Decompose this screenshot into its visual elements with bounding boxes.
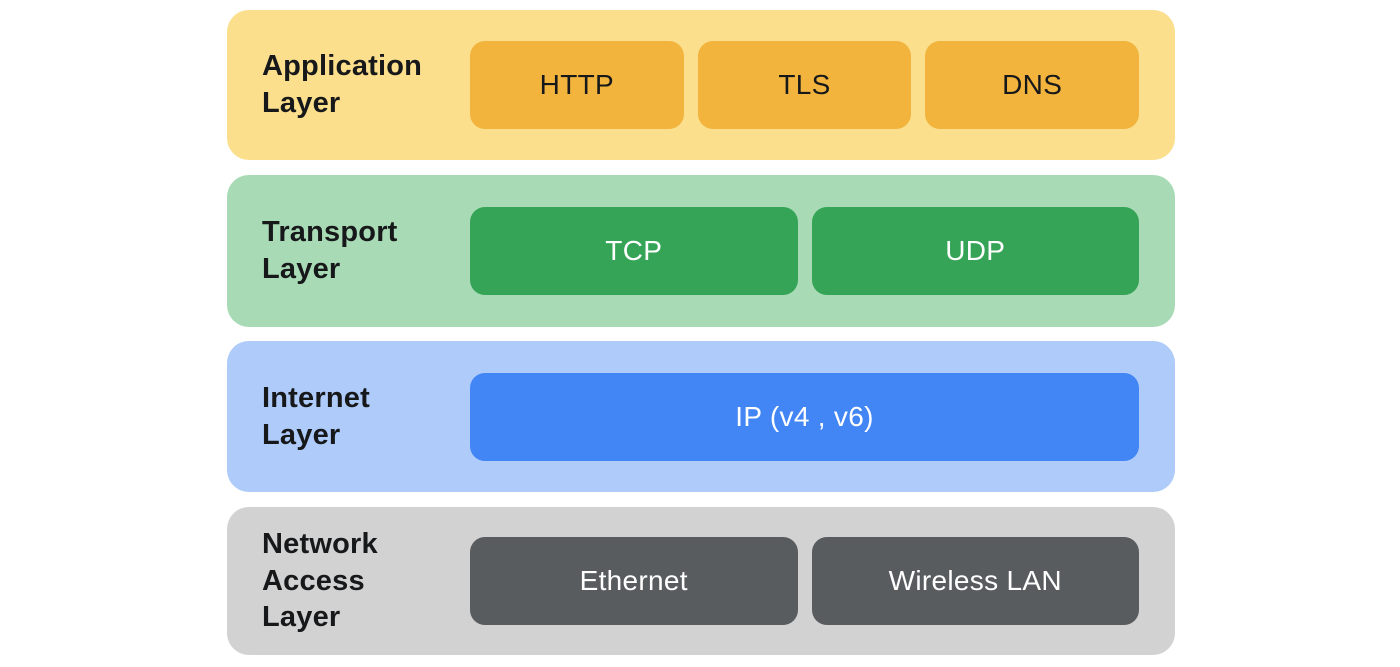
layer-network-access-label: Network Access Layer	[262, 528, 378, 634]
layer-application-label: Application Layer	[262, 50, 423, 119]
layer-application: Application Layer HTTP TLS DNS	[227, 10, 1175, 160]
layer-transport: Transport Layer TCP UDP	[227, 175, 1175, 327]
protocol-chip-dns: DNS	[925, 41, 1140, 129]
protocol-chip-wireless-lan: Wireless LAN	[811, 537, 1139, 625]
protocol-chip-udp: UDP	[811, 207, 1139, 295]
protocol-chip-ip: IP (v4 , v6)	[470, 372, 1139, 461]
protocol-chip-ethernet: Ethernet	[470, 537, 798, 625]
application-protocol-chips: HTTP TLS DNS	[470, 41, 1140, 129]
layer-internet-label: Internet Layer	[262, 381, 370, 451]
protocol-chip-tcp: TCP	[470, 207, 798, 295]
layer-internet: Internet Layer IP (v4 , v6)	[227, 341, 1175, 492]
transport-protocol-chips: TCP UDP	[470, 207, 1139, 295]
network-access-protocol-chips: Ethernet Wireless LAN	[470, 537, 1139, 625]
protocol-chip-tls: TLS	[697, 41, 912, 129]
protocol-chip-http: HTTP	[470, 41, 684, 129]
internet-protocol-chips: IP (v4 , v6)	[470, 372, 1139, 461]
layer-network-access: Network Access Layer Ethernet Wireless L…	[227, 507, 1175, 655]
layer-transport-label: Transport Layer	[262, 216, 398, 285]
